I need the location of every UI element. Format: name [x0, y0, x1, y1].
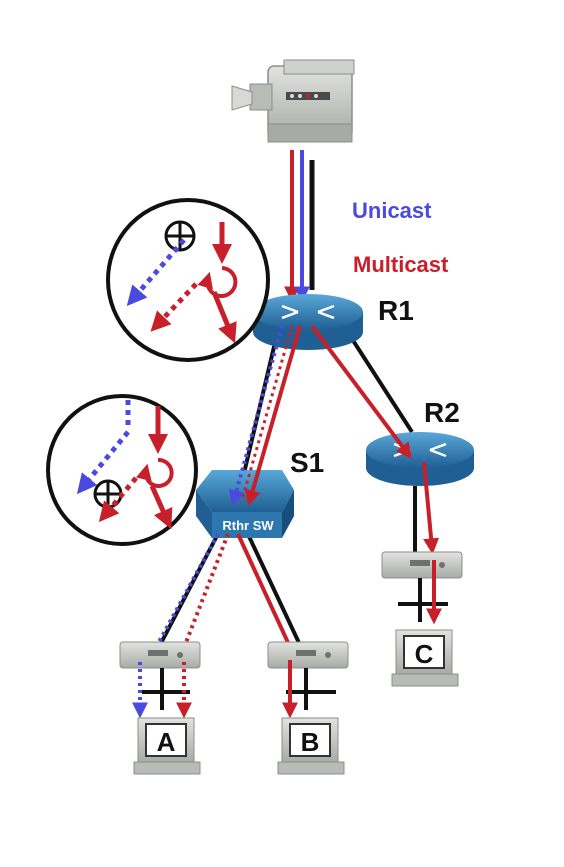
switch-text: Rthr SW	[222, 518, 274, 533]
multicast-flow-r1-s1-dotted	[240, 325, 294, 501]
link-r1-s1	[238, 329, 280, 491]
r2-label: R2	[424, 397, 460, 428]
set-top-box-c	[381, 551, 463, 579]
unicast-flow-s1-a	[146, 533, 220, 663]
multicast-flow-s1-a	[178, 533, 230, 659]
link-s1-host-a	[158, 529, 222, 646]
unicast-label: Unicast	[352, 198, 432, 223]
host-drop-lines	[142, 578, 448, 710]
set-top-box-b	[267, 641, 349, 669]
unicast-flow-r1-s1	[228, 325, 284, 507]
plus-icon	[164, 220, 196, 252]
multilayer-switch-s1: Rthr SW	[196, 470, 294, 538]
s1-label: S1	[290, 447, 324, 478]
pc-host-c: C	[391, 629, 459, 687]
host-b-label: B	[301, 727, 320, 757]
replication-icon	[197, 266, 238, 298]
video-camera-icon	[231, 59, 355, 143]
multicast-flow-r2-c	[422, 461, 440, 555]
host-a-label: A	[157, 727, 176, 757]
network-links	[158, 160, 417, 646]
router-r1	[253, 294, 363, 350]
multicast-flow-r1-r2	[310, 324, 412, 460]
link-s1-host-b	[244, 529, 302, 646]
replication-detail-switch	[46, 394, 198, 546]
pc-host-a: A	[133, 717, 201, 775]
router-icon	[281, 304, 335, 320]
multicast-flow-s1-b	[236, 533, 300, 666]
multicast-flow-r1-s1	[244, 325, 302, 507]
r1-label: R1	[378, 295, 414, 326]
pc-host-b: B	[277, 717, 345, 775]
router-r2	[366, 432, 474, 486]
replication-icon	[136, 457, 174, 488]
link-r1-r2	[343, 326, 414, 434]
multicast-label: Multicast	[353, 252, 449, 277]
set-top-box-a	[119, 641, 201, 669]
host-c-label: C	[415, 639, 434, 669]
replication-detail-router	[106, 198, 270, 362]
